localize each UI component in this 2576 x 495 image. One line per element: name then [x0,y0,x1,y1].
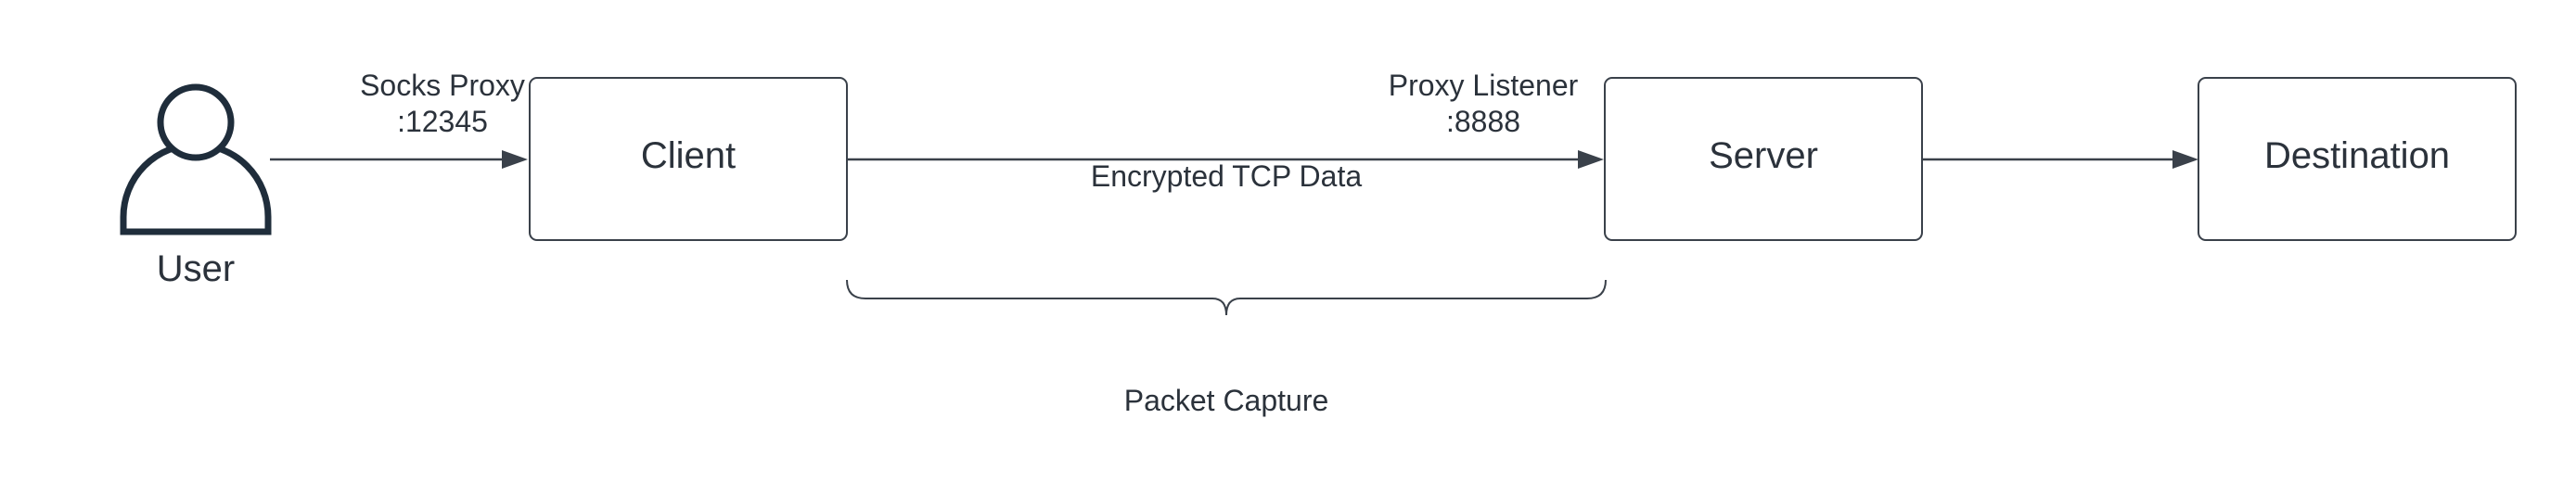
proxy-listener-label: Proxy Listener [1389,69,1579,102]
packet-capture-label: Packet Capture [1124,384,1329,417]
encrypted-tcp-data-label: Encrypted TCP Data [1091,159,1363,193]
socks-proxy-port-label: :12345 [397,105,488,138]
arrowhead-server [1578,150,1604,169]
user-label: User [157,248,235,289]
socks-proxy-label: Socks Proxy [360,69,525,102]
server-label: Server [1709,135,1818,176]
destination-node [2198,77,2517,241]
client-label: Client [641,135,736,176]
destination-label: Destination [2264,135,2450,176]
user-icon [120,83,272,235]
arrowhead-client [502,150,528,169]
packet-capture-brace [846,279,1607,316]
user-icon-head [157,83,235,161]
proxy-listener-port-label: :8888 [1446,105,1520,138]
arrowhead-destination [2172,150,2198,169]
